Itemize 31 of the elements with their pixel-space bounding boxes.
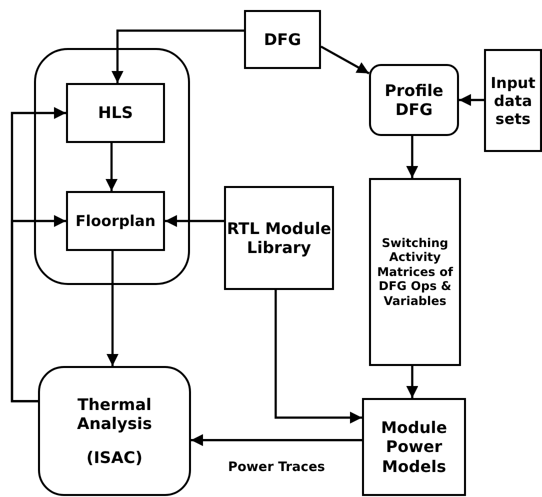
process-rounded-box: [38, 366, 191, 496]
node-label: Thermal Analysis: [76, 395, 153, 434]
arrow: [406, 366, 418, 398]
node-label: Input data sets: [490, 74, 536, 128]
arrow: [165, 215, 224, 227]
node-label: Profile DFG: [384, 80, 444, 120]
arrow: [10, 215, 66, 402]
node-label: (ISAC): [86, 448, 143, 467]
arrow: [274, 290, 362, 424]
arrow: [106, 251, 119, 366]
arrow: [320, 46, 370, 74]
node-label: HLS: [98, 103, 134, 123]
process-box: [66, 191, 165, 251]
node-label: Floorplan: [75, 212, 156, 230]
node-label: DFG: [264, 30, 302, 50]
process-box: [244, 10, 321, 69]
process-box: [369, 178, 461, 366]
arrow: [459, 94, 484, 106]
arrow: [191, 434, 362, 446]
arrow: [106, 143, 118, 191]
node-label: Switching Activity Matrices of DFG Ops & Variables: [376, 236, 454, 308]
process-box: [362, 398, 466, 496]
process-box: [66, 83, 165, 143]
process-box: [484, 49, 542, 152]
process-box: [224, 186, 334, 290]
process-rounded-box: [369, 64, 459, 136]
node-label: RTL Module Library: [226, 218, 332, 258]
node-label: Module Power Models: [380, 418, 448, 476]
arrow: [406, 136, 418, 178]
arrow: [111, 30, 244, 83]
group-box: [34, 48, 190, 285]
